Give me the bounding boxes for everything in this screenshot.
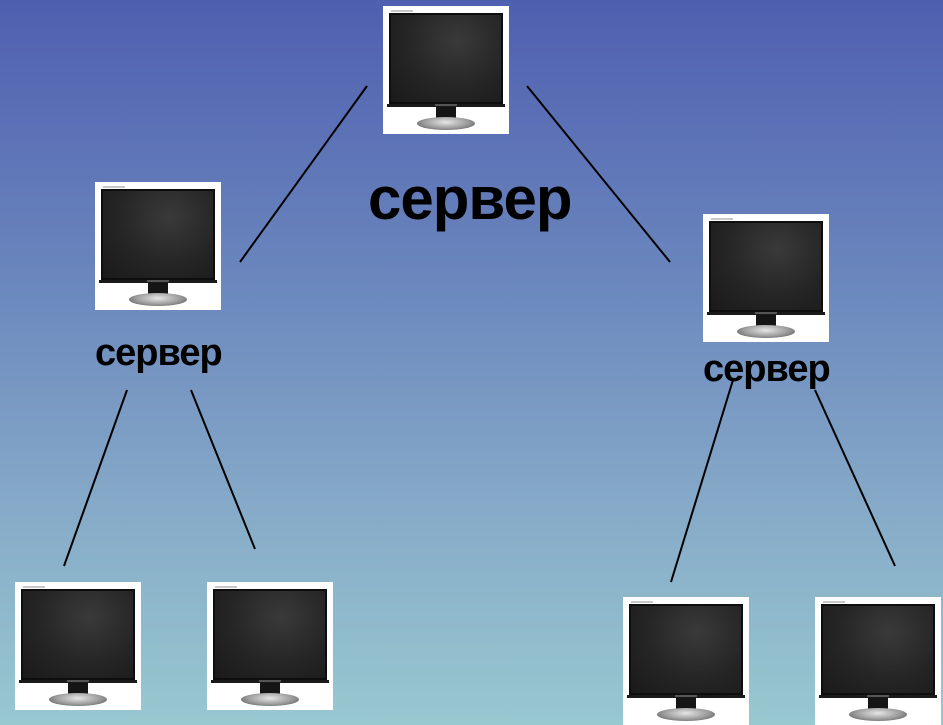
monitor-icon (815, 597, 941, 725)
monitor-icon (623, 597, 749, 725)
monitor-icon (95, 182, 221, 310)
edge-left-client2 (190, 389, 256, 550)
edge-right-client2 (814, 389, 896, 567)
monitor-icon (207, 582, 333, 710)
monitor-icon (703, 214, 829, 342)
monitor-icon (383, 6, 509, 134)
edge-right-client1 (670, 379, 734, 583)
edge-left-client1 (63, 389, 128, 567)
server-label-left: сервер (95, 332, 223, 374)
server-label-top: сервер (368, 165, 573, 232)
edge-top-left (239, 85, 368, 263)
edge-top-right (526, 85, 671, 263)
server-label-right: сервер (703, 348, 831, 390)
monitor-icon (15, 582, 141, 710)
